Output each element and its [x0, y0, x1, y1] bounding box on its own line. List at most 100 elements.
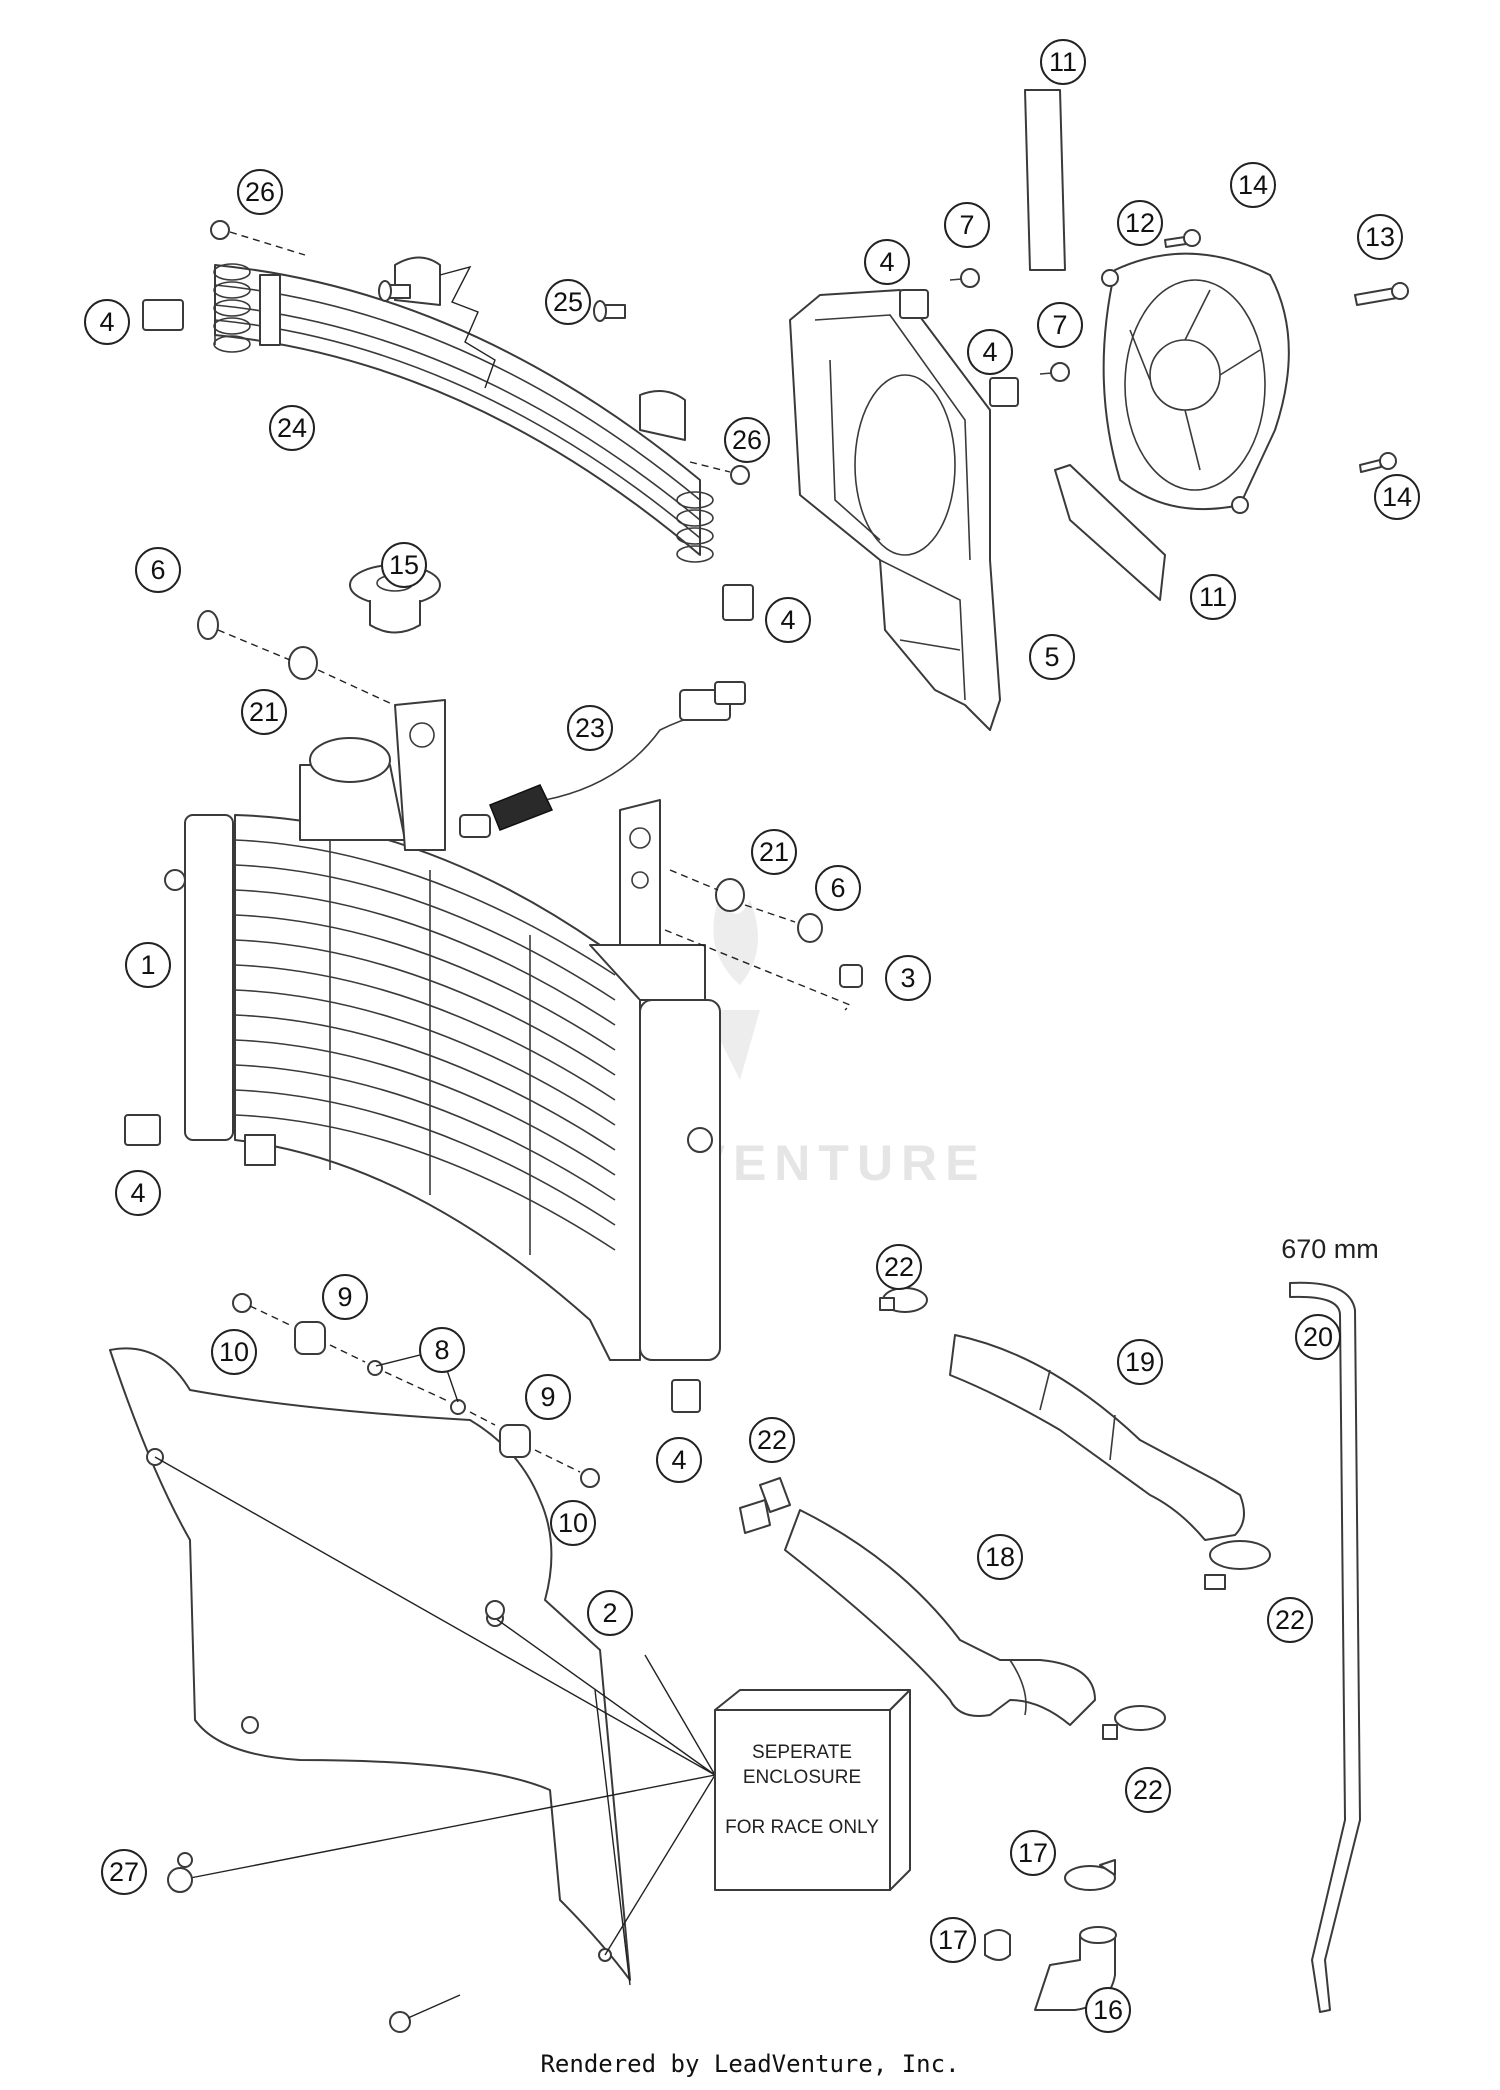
callout-5: 5	[1029, 634, 1075, 680]
svg-text:2: 2	[602, 1598, 617, 1628]
svg-text:20: 20	[1303, 1322, 1333, 1352]
washer-part-8a	[367, 1360, 383, 1376]
callout-21-right: 21	[751, 829, 797, 875]
enclosure-line-3: FOR RACE ONLY	[725, 1817, 879, 1838]
svg-text:9: 9	[540, 1382, 555, 1412]
svg-text:7: 7	[959, 210, 974, 240]
clip-part-4e	[124, 1114, 161, 1146]
svg-text:6: 6	[830, 873, 845, 903]
screw-part-13	[1354, 282, 1409, 306]
callout-19: 19	[1117, 1339, 1163, 1385]
clip-part-4c	[899, 289, 929, 319]
svg-text:22: 22	[1275, 1605, 1305, 1635]
svg-text:14: 14	[1382, 482, 1412, 512]
callout-4-shroud-mid: 4	[967, 329, 1013, 375]
svg-text:14: 14	[1238, 170, 1268, 200]
leader-2	[154, 1456, 716, 1956]
callout-14-top: 14	[1230, 162, 1276, 208]
clip-part-4d	[989, 377, 1019, 407]
screw-part-14	[1164, 229, 1397, 473]
svg-text:12: 12	[1125, 208, 1155, 238]
washer-part-8b	[450, 1399, 466, 1415]
callout-13: 13	[1357, 214, 1403, 260]
screw-part-6a	[197, 610, 219, 640]
screw-part-10b	[580, 1468, 600, 1488]
callout-17-bottom: 17	[930, 1917, 976, 1963]
callout-9-top: 9	[322, 1274, 368, 1320]
hose-length-note: 670 mm	[1281, 1234, 1379, 1264]
svg-text:10: 10	[558, 1508, 588, 1538]
callout-26-top: 26	[237, 169, 283, 215]
screw-part-6b	[797, 913, 823, 943]
svg-text:24: 24	[277, 413, 307, 443]
callout-10-top: 10	[211, 1329, 257, 1375]
callout-12: 12	[1117, 200, 1163, 246]
clip-part-4a	[142, 299, 184, 331]
bracket-part-11a	[1024, 89, 1066, 271]
callout-6-top: 6	[135, 547, 181, 593]
leader-3	[664, 929, 852, 1011]
svg-text:10: 10	[219, 1337, 249, 1367]
render-credit: Rendered by LeadVenture, Inc.	[540, 2050, 960, 2078]
hose-part-20	[1289, 1281, 1361, 2013]
callout-4-left: 4	[84, 299, 130, 345]
clip-part-4b	[722, 584, 754, 621]
svg-text:9: 9	[337, 1282, 352, 1312]
callout-4-bottom: 4	[656, 1437, 702, 1483]
callout-22-mid: 22	[749, 1417, 795, 1463]
svg-text:4: 4	[671, 1445, 686, 1475]
leader-2b	[594, 1689, 631, 1986]
svg-text:21: 21	[759, 837, 789, 867]
bracket-part-11b	[1054, 464, 1166, 601]
hose-part-18	[784, 1509, 1096, 1726]
callout-6-right: 6	[815, 865, 861, 911]
callout-15: 15	[381, 542, 427, 588]
callout-4-shroud-top: 4	[864, 239, 910, 285]
svg-text:23: 23	[575, 713, 605, 743]
svg-text:21: 21	[249, 697, 279, 727]
svg-text:22: 22	[884, 1252, 914, 1282]
callout-22-bottom: 22	[1125, 1767, 1171, 1813]
svg-text:18: 18	[985, 1542, 1015, 1572]
callout-22-top: 22	[876, 1244, 922, 1290]
callout-2: 2	[587, 1590, 633, 1636]
svg-text:7: 7	[1052, 310, 1067, 340]
screw-part-10a	[232, 1293, 252, 1313]
screw-part-27	[167, 1852, 193, 1893]
hose-part-16	[1034, 1926, 1117, 2011]
nut-part-3	[839, 964, 863, 988]
callout-1: 1	[125, 942, 171, 988]
svg-text:4: 4	[982, 337, 997, 367]
callout-21-top: 21	[241, 689, 287, 735]
svg-text:6: 6	[150, 555, 165, 585]
svg-text:26: 26	[245, 177, 275, 207]
screw-part-7	[949, 268, 1070, 382]
callout-3: 3	[885, 955, 931, 1001]
svg-text:3: 3	[900, 963, 915, 993]
callout-4-shroud-bottom: 4	[765, 597, 811, 643]
temperature-sensor-part-23	[459, 681, 746, 838]
callout-8: 8	[419, 1327, 465, 1373]
callout-16: 16	[1085, 1987, 1131, 2033]
svg-text:4: 4	[130, 1178, 145, 1208]
callout-7-mid: 7	[1037, 302, 1083, 348]
callout-14-right: 14	[1374, 474, 1420, 520]
clamp-part-17	[984, 1859, 1116, 1961]
bottom-bolts	[389, 1600, 505, 2033]
separate-enclosure-box	[714, 1689, 911, 1891]
svg-text:25: 25	[553, 287, 583, 317]
grommet-part-21a	[288, 646, 318, 680]
damper-part-9	[294, 1321, 531, 1458]
svg-text:22: 22	[1133, 1775, 1163, 1805]
callout-7-top: 7	[944, 202, 990, 248]
svg-text:26: 26	[732, 425, 762, 455]
svg-text:1: 1	[140, 950, 155, 980]
hose-part-19	[949, 1334, 1245, 1541]
callout-9-bottom: 9	[525, 1374, 571, 1420]
svg-text:22: 22	[757, 1425, 787, 1455]
svg-text:16: 16	[1093, 1995, 1123, 2025]
svg-text:11: 11	[1049, 47, 1077, 77]
enclosure-line-2: ENCLOSURE	[743, 1767, 861, 1788]
callout-22-right: 22	[1267, 1597, 1313, 1643]
svg-text:11: 11	[1199, 582, 1227, 612]
